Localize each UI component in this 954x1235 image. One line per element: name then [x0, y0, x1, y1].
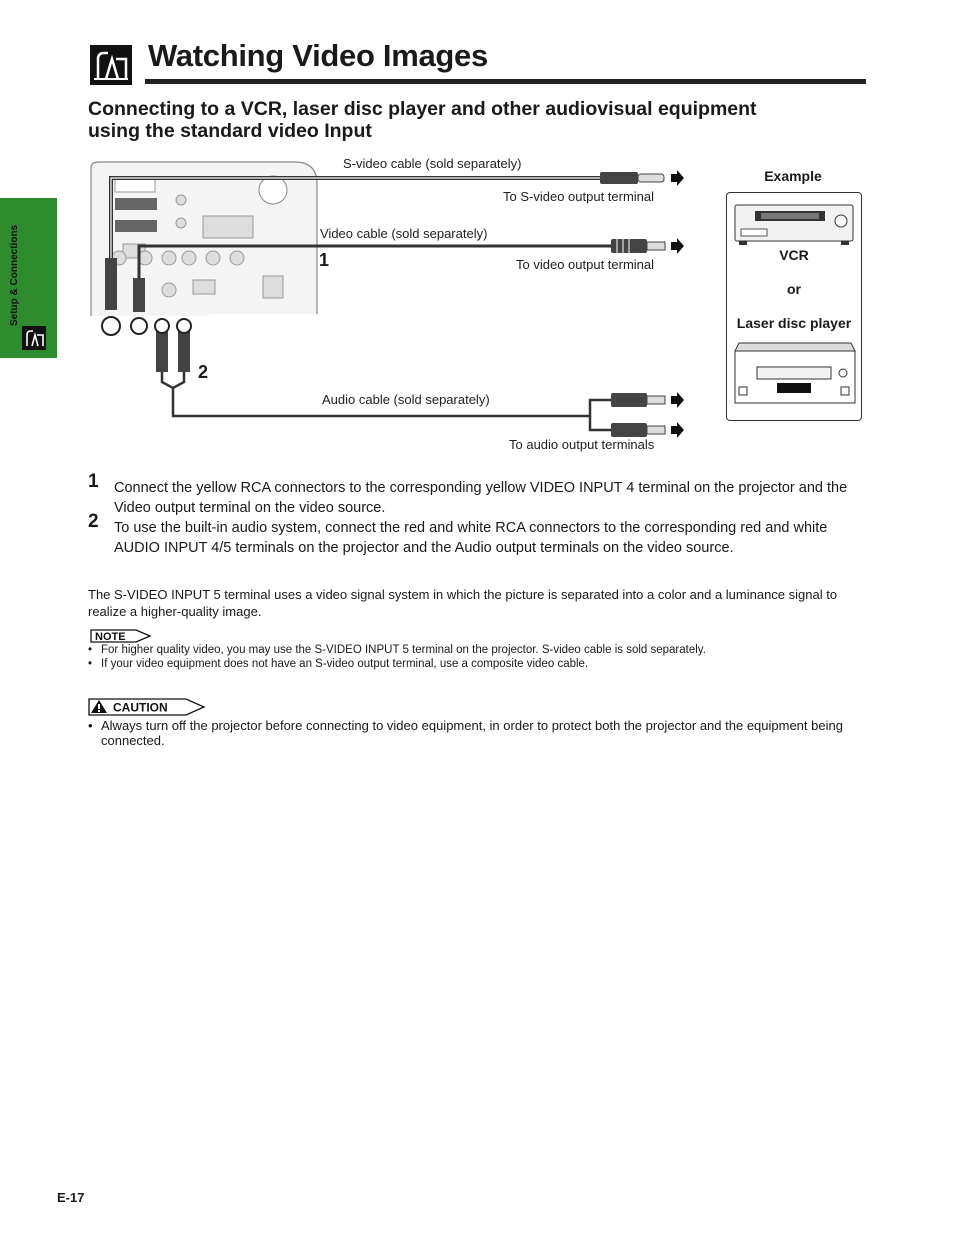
diagram-marker-2: 2	[198, 362, 209, 382]
step-text: Connect the yellow RCA connectors to the…	[114, 480, 848, 516]
note-label: NOTE	[95, 631, 126, 643]
example-box: VCR or Laser disc player	[726, 192, 862, 421]
caution-label: CAUTION	[113, 701, 168, 715]
laser-disc-label: Laser disc player	[736, 315, 852, 331]
audio-cable-label: Audio cable (sold separately)	[322, 392, 490, 407]
step-number: 1	[88, 471, 99, 492]
side-tab: Setup & Connections	[0, 198, 57, 358]
projector-panel	[89, 161, 319, 360]
example-title: Example	[764, 168, 822, 184]
caution-badge: CAUTION	[88, 698, 206, 716]
setup-connections-icon	[22, 326, 46, 350]
video-output-label: To video output terminal	[516, 257, 655, 272]
step-number: 2	[88, 511, 99, 532]
svideo-output-label: To S-video output terminal	[503, 189, 655, 204]
connection-diagram: S-video cable (sold separately) To S-vid…	[85, 150, 875, 460]
title-rule	[145, 79, 866, 84]
vcr-icon	[734, 204, 854, 245]
caution-bullet-text: Always turn off the projector before con…	[101, 718, 843, 748]
vcr-label: VCR	[779, 247, 809, 263]
step-text: To use the built-in audio system, connec…	[114, 520, 828, 556]
svideo-cable	[101, 170, 684, 336]
note-badge: NOTE	[90, 629, 152, 643]
note-bullet-text: If your video equipment does not have an…	[101, 658, 589, 670]
page-number: E-17	[57, 1190, 85, 1205]
page-title: Watching Video Images	[148, 38, 488, 73]
or-label: or	[787, 281, 801, 297]
audio-cable	[154, 318, 684, 438]
setup-connections-icon	[90, 45, 132, 85]
video-cable-label: Video cable (sold separately)	[320, 226, 488, 241]
diagram-marker-1: 1	[319, 250, 330, 270]
svideo-cable-label: S-video cable (sold separately)	[343, 156, 522, 171]
diagram-drawing	[89, 161, 684, 438]
note-bullet-text: For higher quality video, you may use th…	[101, 644, 706, 656]
audio-output-label: To audio output terminals	[509, 437, 655, 452]
svideo-explanation: The S-VIDEO INPUT 5 terminal uses a vide…	[88, 587, 838, 619]
video-cable	[130, 238, 684, 335]
section-subtitle: Connecting to a VCR, laser disc player a…	[88, 98, 757, 142]
laser-disc-player-icon	[734, 342, 856, 404]
side-tab-label: Setup & Connections	[9, 224, 20, 326]
